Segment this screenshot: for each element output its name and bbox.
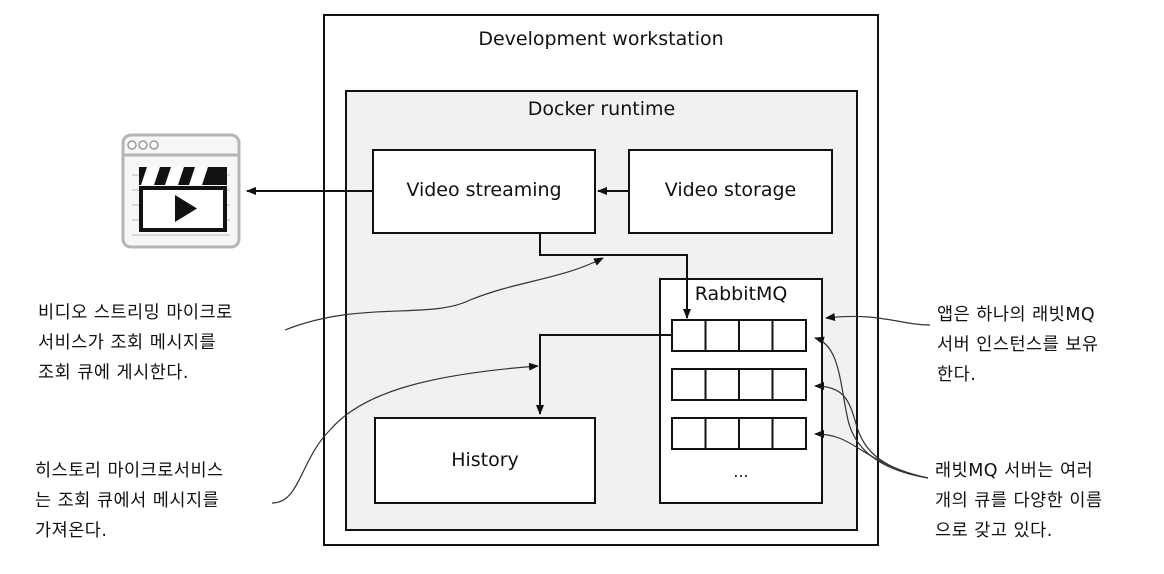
annotation-line: 개의 큐를 다양한 이름 bbox=[935, 491, 1103, 511]
queue-more-ellipsis: ... bbox=[733, 462, 749, 481]
browser-video-player-icon bbox=[121, 133, 241, 249]
annotation-line: 앱은 하나의 래빗MQ bbox=[937, 305, 1096, 325]
video-streaming-box bbox=[372, 149, 596, 234]
annotation-line: 는 조회 큐에서 메시지를 bbox=[35, 491, 220, 511]
annotation-line: 으로 갖고 있다. bbox=[935, 521, 1053, 541]
rabbitmq-label: RabbitMQ bbox=[694, 283, 788, 305]
annotation-history-consume: 히스토리 마이크로서비스 는 조회 큐에서 메시지를 가져온다. bbox=[35, 456, 224, 546]
annotation-line: 래빗MQ 서버는 여러 bbox=[935, 461, 1094, 481]
annotation-line: 서비스가 조회 메시지를 bbox=[38, 333, 217, 353]
annotation-app-instance: 앱은 하나의 래빗MQ 서버 인스턴스를 보유 한다. bbox=[937, 300, 1099, 390]
annotation-line: 조회 큐에 게시한다. bbox=[38, 363, 189, 383]
annotation-video-streaming-publish: 비디오 스트리밍 마이크로 서비스가 조회 메시지를 조회 큐에 게시한다. bbox=[38, 298, 233, 388]
history-label: History bbox=[451, 449, 519, 471]
workstation-title: Development workstation bbox=[478, 28, 724, 50]
annotation-line: 한다. bbox=[937, 365, 977, 385]
docker-runtime-title: Docker runtime bbox=[527, 98, 676, 120]
video-storage-box bbox=[628, 149, 833, 234]
annotation-line: 가져온다. bbox=[35, 521, 108, 541]
video-storage-label: Video storage bbox=[664, 179, 797, 201]
annotation-line: 서버 인스턴스를 보유 bbox=[937, 335, 1099, 355]
annotation-line: 히스토리 마이크로서비스 bbox=[35, 461, 224, 481]
annotation-line: 비디오 스트리밍 마이크로 bbox=[38, 303, 233, 323]
annotation-rabbit-queues: 래빗MQ 서버는 여러 개의 큐를 다양한 이름 으로 갖고 있다. bbox=[935, 456, 1103, 546]
video-streaming-label: Video streaming bbox=[406, 179, 562, 201]
